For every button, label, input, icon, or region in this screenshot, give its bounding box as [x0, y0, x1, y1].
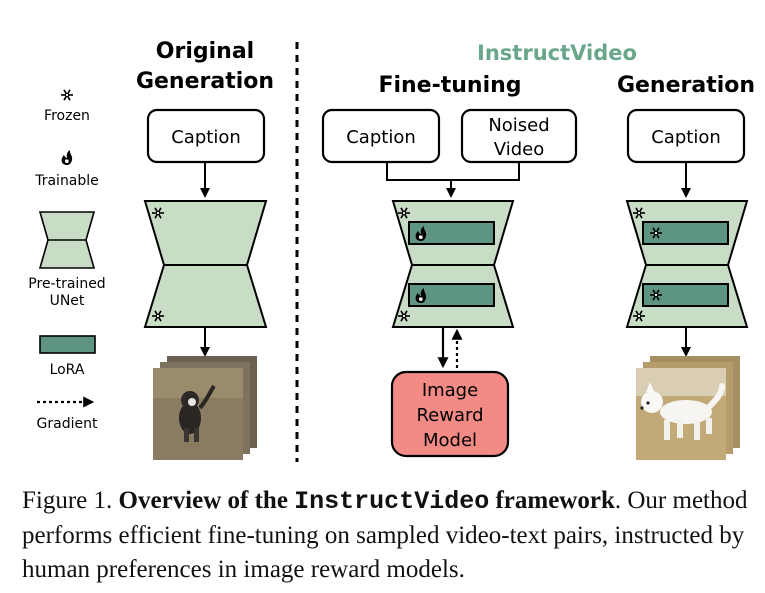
caption-figure-label: Figure 1. [22, 487, 113, 514]
generation-title: Generation [617, 73, 755, 98]
finetune-lora-bottom [408, 283, 495, 307]
finetuning-title: Fine-tuning [378, 73, 521, 98]
legend: Frozen Trainable Pre-trained UNet LoRA G… [28, 89, 106, 432]
legend-gradient-label: Gradient [37, 416, 98, 432]
legend-unet-label-line1: Pre-trained [28, 276, 105, 292]
caption-bold-part1: Overview of the [118, 487, 288, 514]
caption-method-name: InstructVideo [294, 487, 490, 516]
noised-video-text-line1: Noised [488, 115, 549, 136]
finetune-caption-text: Caption [346, 127, 416, 148]
generation-video-output [636, 356, 740, 460]
original-video-output [153, 356, 257, 460]
legend-frozen-label: Frozen [44, 108, 90, 124]
frozen-icon [60, 89, 74, 101]
caption-body: . Our method performs efficient fine-tun… [22, 487, 748, 583]
reward-text-line2: Reward [416, 405, 483, 426]
finetuning-panel: Fine-tuning Caption Noised Video Image R… [321, 73, 578, 458]
generation-panel: Generation Caption [617, 73, 755, 460]
reward-text-line1: Image [422, 380, 478, 401]
finetune-caption-box [321, 108, 441, 164]
caption-bold-part2: framework [495, 487, 615, 514]
instructvideo-title: InstructVideo [477, 41, 637, 65]
original-caption-text: Caption [171, 127, 241, 148]
legend-lora-shape [39, 335, 96, 354]
legend-trainable-label: Trainable [34, 173, 99, 189]
original-generation-panel: Original Generation Caption [136, 39, 274, 460]
figure-caption: Figure 1. Overview of the InstructVideo … [22, 484, 754, 587]
generation-lora-top [642, 221, 729, 245]
legend-unet-label-line2: UNet [50, 293, 85, 309]
generation-caption-text: Caption [651, 127, 721, 148]
original-title-line1: Original [156, 39, 254, 64]
noised-video-text-line2: Video [494, 139, 544, 160]
generation-lora-bottom [642, 283, 729, 307]
original-title-line2: Generation [136, 69, 274, 94]
finetune-lora-top [408, 221, 495, 245]
image-reward-model-box [390, 370, 510, 458]
framework-diagram: Frozen Trainable Pre-trained UNet LoRA G… [28, 39, 755, 462]
legend-lora-label: LoRA [50, 362, 85, 378]
reward-text-line3: Model [423, 430, 477, 451]
trainable-icon [61, 150, 73, 165]
